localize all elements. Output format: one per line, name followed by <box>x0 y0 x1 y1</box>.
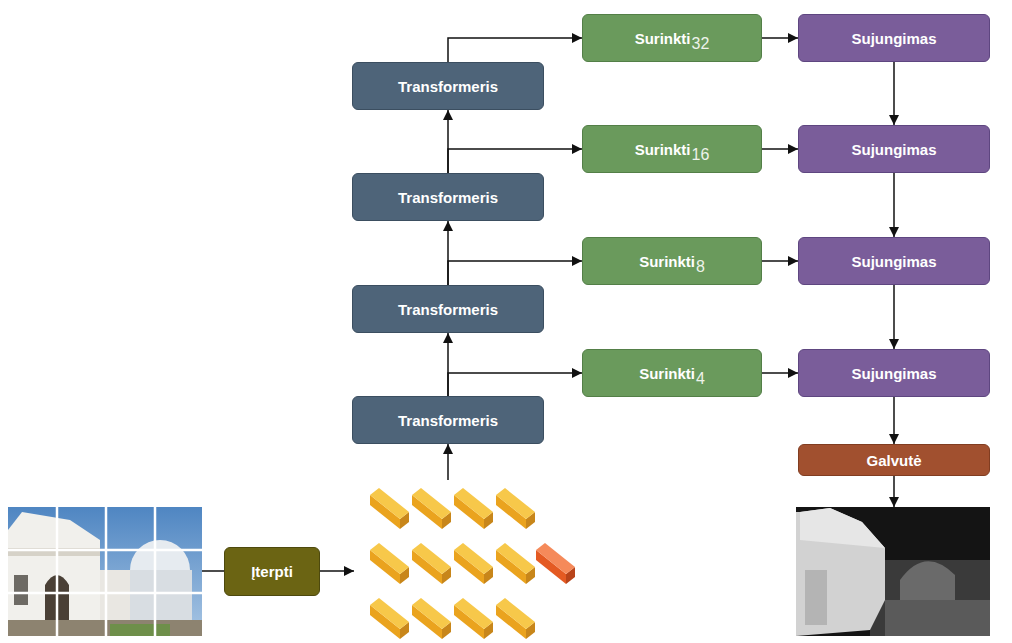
token-bar <box>412 598 451 639</box>
node-label: Surinkti <box>635 141 691 158</box>
token-bar <box>536 543 575 584</box>
depth-map <box>796 507 990 636</box>
node-label: Sujungimas <box>851 141 936 158</box>
collect-box: Surinkti16 <box>582 125 762 173</box>
node-label: Sujungimas <box>851 365 936 382</box>
token-bar <box>496 543 535 584</box>
connector-arrow <box>762 37 798 39</box>
input-photo <box>8 507 202 636</box>
collect-box: Surinkti8 <box>582 237 762 285</box>
node-label: Surinkti <box>635 30 691 47</box>
node-label: Įterpti <box>251 563 293 580</box>
node-label: Transformeris <box>398 301 498 318</box>
fusion-box: Sujungimas <box>798 125 990 173</box>
connector-arrow <box>893 285 895 349</box>
connector-arrow <box>448 149 582 173</box>
node-label: Galvutė <box>866 452 921 469</box>
fusion-box: Sujungimas <box>798 14 990 62</box>
transformer-box: Transformeris <box>352 173 544 221</box>
transformer-box: Transformeris <box>352 396 544 444</box>
node-label: Sujungimas <box>851 30 936 47</box>
transformer-box: Transformeris <box>352 62 544 110</box>
node-label: Transformeris <box>398 412 498 429</box>
subscript-label: 32 <box>692 35 710 53</box>
connector-arrow <box>762 148 798 150</box>
collect-box: Surinkti32 <box>582 14 762 62</box>
node-label: Surinkti <box>639 365 695 382</box>
token-bar <box>412 488 451 529</box>
connector-arrow <box>893 397 895 444</box>
token-bar <box>454 488 493 529</box>
embed-box: Įterpti <box>224 547 320 596</box>
token-bar <box>454 543 493 584</box>
connector-arrow <box>893 62 895 125</box>
head-box: Galvutė <box>798 444 990 476</box>
node-label: Sujungimas <box>851 253 936 270</box>
token-bars <box>370 488 575 639</box>
token-bar <box>496 598 535 639</box>
fusion-box: Sujungimas <box>798 237 990 285</box>
token-bar <box>454 598 493 639</box>
connector-arrow <box>448 373 582 396</box>
fusion-box: Sujungimas <box>798 349 990 397</box>
subscript-label: 4 <box>696 370 705 388</box>
connector-arrow <box>448 261 582 285</box>
subscript-label: 16 <box>692 146 710 164</box>
token-bar <box>370 598 409 639</box>
connector-arrow <box>448 38 582 62</box>
connector-arrow <box>893 173 895 237</box>
node-label: Transformeris <box>398 189 498 206</box>
token-bar <box>496 488 535 529</box>
token-bar <box>370 488 409 529</box>
connector-arrow <box>762 260 798 262</box>
collect-box: Surinkti4 <box>582 349 762 397</box>
node-label: Transformeris <box>398 78 498 95</box>
node-label: Surinkti <box>639 253 695 270</box>
transformer-box: Transformeris <box>352 285 544 333</box>
token-bar <box>370 543 409 584</box>
token-bar <box>412 543 451 584</box>
connector-arrow <box>762 372 798 374</box>
subscript-label: 8 <box>696 258 705 276</box>
